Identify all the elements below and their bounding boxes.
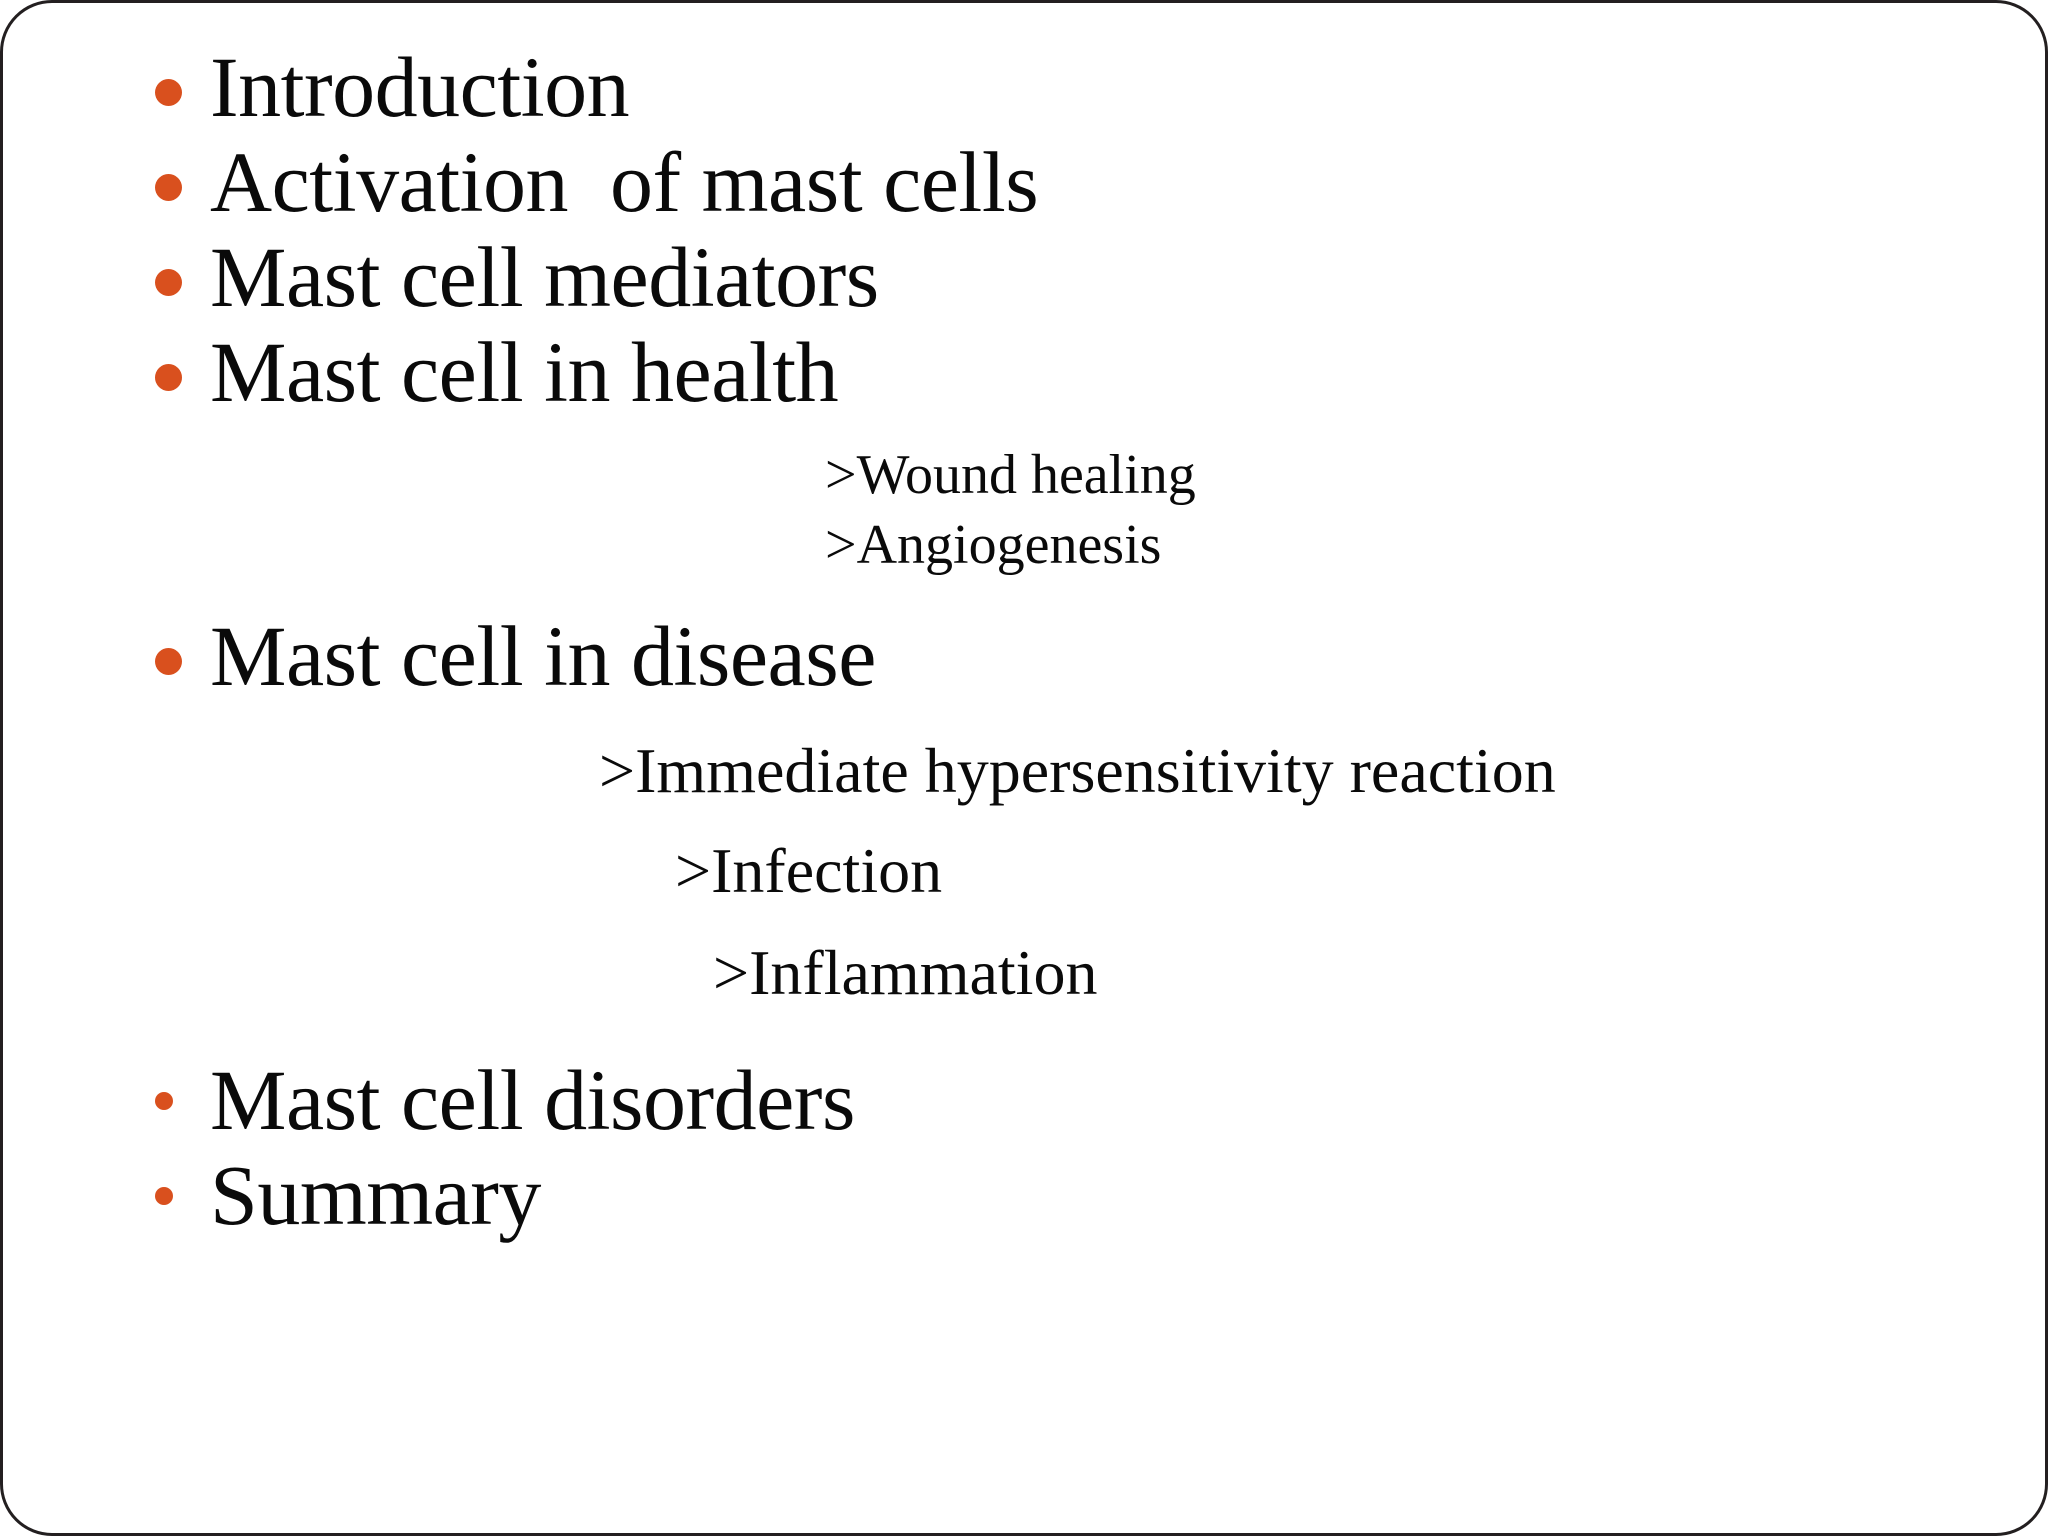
bullet-item-label: Mast cell in health [210,324,839,420]
bullet-item-activation[interactable]: Activation of mast cells [3,134,2045,230]
bullet-dot-icon [155,174,182,201]
bullet-item-label: Mast cell mediators [210,229,879,325]
bullet-item-health[interactable]: Mast cell in health [3,324,2045,420]
sub-item-immediate-hypersensitivity-reaction[interactable]: >Immediate hypersensitivity reaction [599,735,1556,806]
bullet-item-label: Activation of mast cells [210,134,1039,230]
bullet-dot-icon [155,79,182,106]
bullet-item-label: Mast cell disorders [210,1052,855,1148]
sub-item-inflammation[interactable]: >Inflammation [713,937,1098,1008]
bullet-item-summary[interactable]: Summary [3,1147,2045,1243]
spacer [3,580,2045,610]
slide-content-list: Introduction Activation of mast cells Ma… [3,39,2045,1243]
bullet-dot-icon [155,648,182,675]
spacer [3,418,2045,440]
bullet-item-disease[interactable]: Mast cell in disease [3,608,2045,704]
spacer [3,1014,2045,1054]
bullet-item-label: Introduction [210,39,630,135]
sub-item-wound-healing[interactable]: >Wound healing [825,444,1196,506]
bullet-item-disorders[interactable]: Mast cell disorders [3,1052,2045,1148]
bullet-item-label: Summary [210,1147,541,1243]
spacer [3,702,2045,730]
bullet-item-introduction[interactable]: Introduction [3,39,2045,135]
bullet-dot-icon [155,1092,173,1110]
bullet-item-label: Mast cell in disease [210,608,876,704]
sub-item-angiogenesis[interactable]: >Angiogenesis [825,514,1162,576]
bullet-dot-icon [155,364,182,391]
bullet-dot-icon [155,1187,173,1205]
bullet-item-mediators[interactable]: Mast cell mediators [3,229,2045,325]
sub-item-infection[interactable]: >Infection [675,835,943,906]
bullet-dot-icon [155,269,182,296]
